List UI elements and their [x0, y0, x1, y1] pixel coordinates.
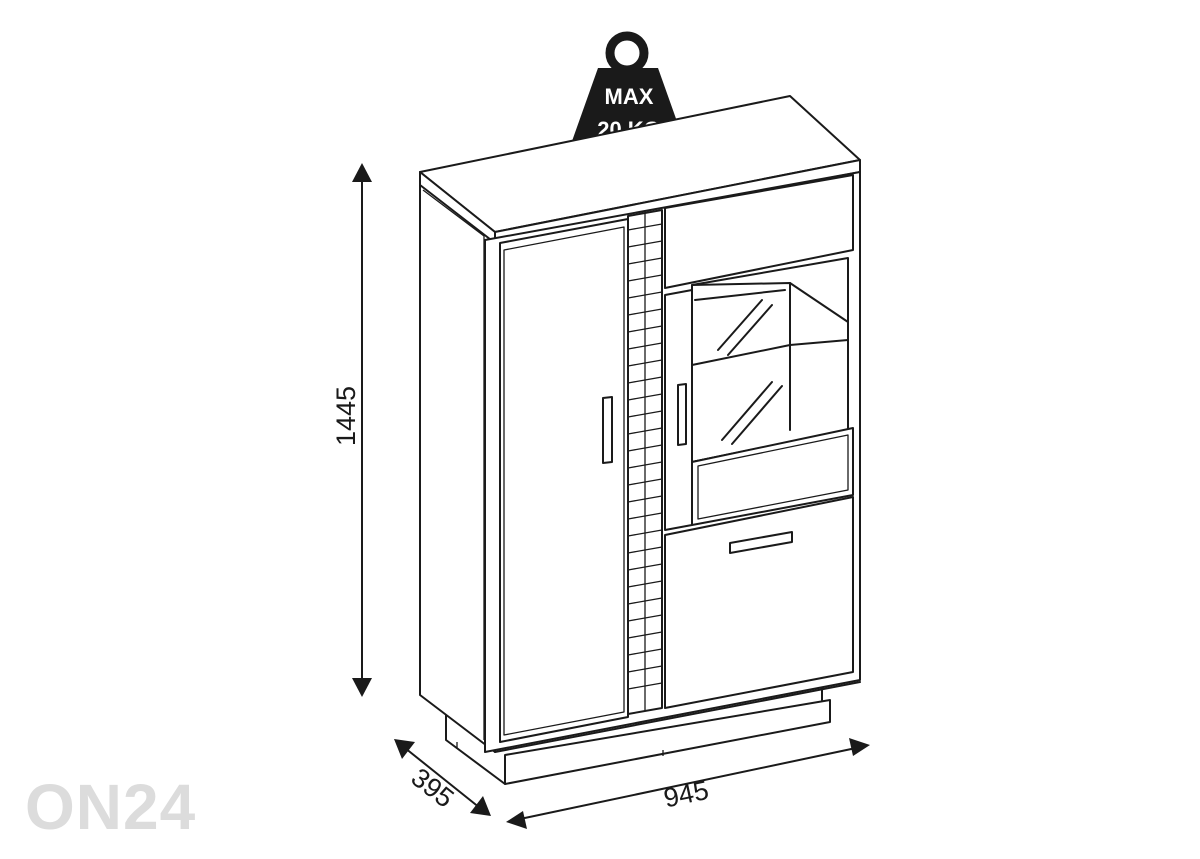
- left-door-handle: [602, 396, 613, 464]
- middle-drawer: [691, 427, 854, 526]
- arrow-up-icon: [352, 163, 372, 182]
- left-door: [499, 218, 629, 743]
- watermark-text: ON24: [25, 771, 196, 843]
- arrow-left-icon: [506, 811, 527, 829]
- bottom-door-handle: [729, 531, 793, 554]
- depth-value: 395: [406, 762, 460, 813]
- arrow-right-icon: [849, 738, 870, 756]
- depth-dimension: 395: [394, 739, 491, 816]
- lattice-panel: [627, 209, 663, 715]
- top-drawer: [664, 174, 854, 289]
- width-value: 945: [661, 775, 711, 814]
- weight-label-max: MAX: [605, 84, 654, 109]
- arrow-downright-icon: [470, 796, 491, 816]
- glass-door-handle: [677, 383, 687, 446]
- arrow-down-icon: [352, 678, 372, 697]
- weight-ring-icon: [605, 31, 649, 75]
- height-value: 1445: [331, 386, 361, 446]
- bottom-flap-door: [664, 496, 854, 709]
- cabinet-drawing: [419, 95, 861, 785]
- cabinet-plinth: [445, 684, 831, 785]
- glass-reflection: [717, 299, 783, 445]
- arrow-upleft-icon: [394, 739, 415, 759]
- watermark-logo: ON24: [25, 771, 196, 843]
- height-dimension: 1445: [331, 163, 372, 697]
